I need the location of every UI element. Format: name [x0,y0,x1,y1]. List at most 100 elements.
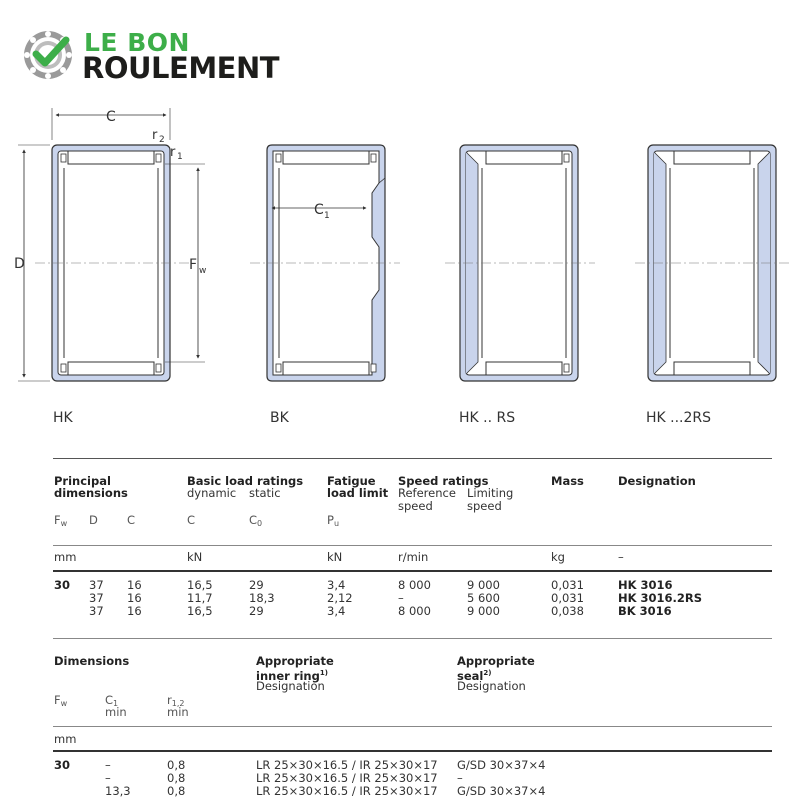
hdr-speed-ref-2: speed [398,499,433,513]
table1-mid-rule [53,545,772,546]
cell-designation: HK 3016.2RS [618,591,703,605]
cell-d: 37 [89,578,104,592]
cell-c0: 29 [249,578,264,592]
cell-fw: 30 [54,758,71,772]
hdr-designation: Designation [618,474,696,488]
brand-logo: LE BON ROULEMENT [22,26,302,86]
hdr-speed-ref-1: Reference [398,486,456,500]
cell-lim: 5 600 [467,591,500,605]
brand-line1: LE BON [84,28,190,57]
hdr-basic-static: static [249,486,281,500]
dim-r2-label: r [152,128,158,143]
bearing-drawings: C r 2 r 1 D F w C 1 [14,108,790,382]
cell-pu: 2,12 [327,591,353,605]
cell-pu: 3,4 [327,604,346,618]
variant-label-hk: HK [53,410,73,426]
cell-c0: 18,3 [249,591,275,605]
dim-c1-sub: 1 [324,211,330,221]
cell-designation: BK 3016 [618,604,672,618]
table2-top-rule [53,638,772,639]
cell-cdyn: 16,5 [187,604,213,618]
cell-ref: 8 000 [398,578,431,592]
drawing-hk [18,108,205,382]
cell-mass: 0,031 [551,578,584,592]
sym-cdyn: C [187,513,196,527]
hdr-basic: Basic load ratings [187,474,304,488]
cell-c: 16 [127,578,142,592]
variant-label-hk-rs: HK .. RS [459,410,516,426]
table1-thick-rule [53,570,772,572]
dim-d-label: D [14,256,25,272]
unit-dash: – [618,550,624,564]
cell-c1: 13,3 [105,784,131,798]
hdr-speed-lim-1: Limiting [467,486,514,500]
cell-ref: 8 000 [398,604,431,618]
hdr-ring-1: Appropriate [256,654,334,668]
hdr-speed-lim-2: speed [467,499,502,513]
cell-c: 16 [127,604,142,618]
sym-fw: Fw [54,513,68,528]
unit-rmin: r/min [398,550,429,564]
hdr-mass: Mass [551,474,584,488]
dim-c1-label: C [314,202,324,218]
cell-c: 16 [127,591,142,605]
sym2-r12: r1,2 [167,693,185,708]
cell-inner-ring: LR 25×30×16.5 / IR 25×30×17 [256,758,438,772]
dim-r2-sub: 2 [159,135,165,145]
sym-c0: C0 [249,513,263,528]
table1-top-rule [53,458,772,459]
hdr-seal-2: seal2) [457,669,492,683]
bearing-check-icon [24,31,72,79]
cell-pu: 3,4 [327,578,346,592]
hdr-fatigue-2: load limit [327,486,389,500]
cell-seal: G/SD 30×37×4 [457,758,546,772]
cell-c0: 29 [249,604,264,618]
cell-inner-ring: LR 25×30×16.5 / IR 25×30×17 [256,771,438,785]
sym-pu: Pu [327,513,340,528]
hdr-principal-2: dimensions [54,486,128,500]
table2-thick-rule [53,750,772,752]
cell-cdyn: 16,5 [187,578,213,592]
dim-r1-label: r [170,145,176,160]
cell-seal: G/SD 30×37×4 [457,784,546,798]
cell-seal: – [457,771,463,785]
dim-fw-sub: w [199,266,206,276]
sym2-c1-min: min [105,705,127,719]
hdr-ring-3: Designation [256,679,325,693]
brand-line2: ROULEMENT [82,51,280,85]
variant-label-hk-2rs: HK ...2RS [646,410,712,426]
cell-c1: – [105,771,111,785]
cell-r: 0,8 [167,758,186,772]
unit2-mm: mm [54,732,77,746]
cell-d: 37 [89,591,104,605]
cell-r: 0,8 [167,771,186,785]
hdr-fatigue-1: Fatigue [327,474,376,488]
hdr-dimensions: Dimensions [54,654,130,668]
cell-mass: 0,031 [551,591,584,605]
unit-kn: kN [187,550,203,564]
dim-c-label: C [106,109,116,125]
cell-c1: – [105,758,111,772]
cell-inner-ring: LR 25×30×16.5 / IR 25×30×17 [256,784,438,798]
dim-r1-sub: 1 [177,152,183,162]
cell-lim: 9 000 [467,604,500,618]
cell-ref: – [398,591,404,605]
hdr-basic-dynamic: dynamic [187,486,237,500]
cell-lim: 9 000 [467,578,500,592]
hdr-ring-2: inner ring1) [256,669,328,683]
cell-fw: 30 [54,578,71,592]
dim-fw-label: F [189,257,197,273]
sym2-c1: C1 [105,693,119,708]
variant-label-bk: BK [270,410,289,426]
table2-mid-rule [53,726,772,727]
sym2-r12-min: min [167,705,189,719]
sym2-fw: Fw [54,693,68,708]
drawing-bk [250,144,400,382]
unit-kn-2: kN [327,550,343,564]
hdr-principal-1: Principal [54,474,111,488]
drawing-hk-2rs [635,144,790,382]
unit-mm: mm [54,550,77,564]
hdr-speed: Speed ratings [398,474,489,488]
cell-cdyn: 11,7 [187,591,213,605]
sym-d: D [89,513,98,527]
